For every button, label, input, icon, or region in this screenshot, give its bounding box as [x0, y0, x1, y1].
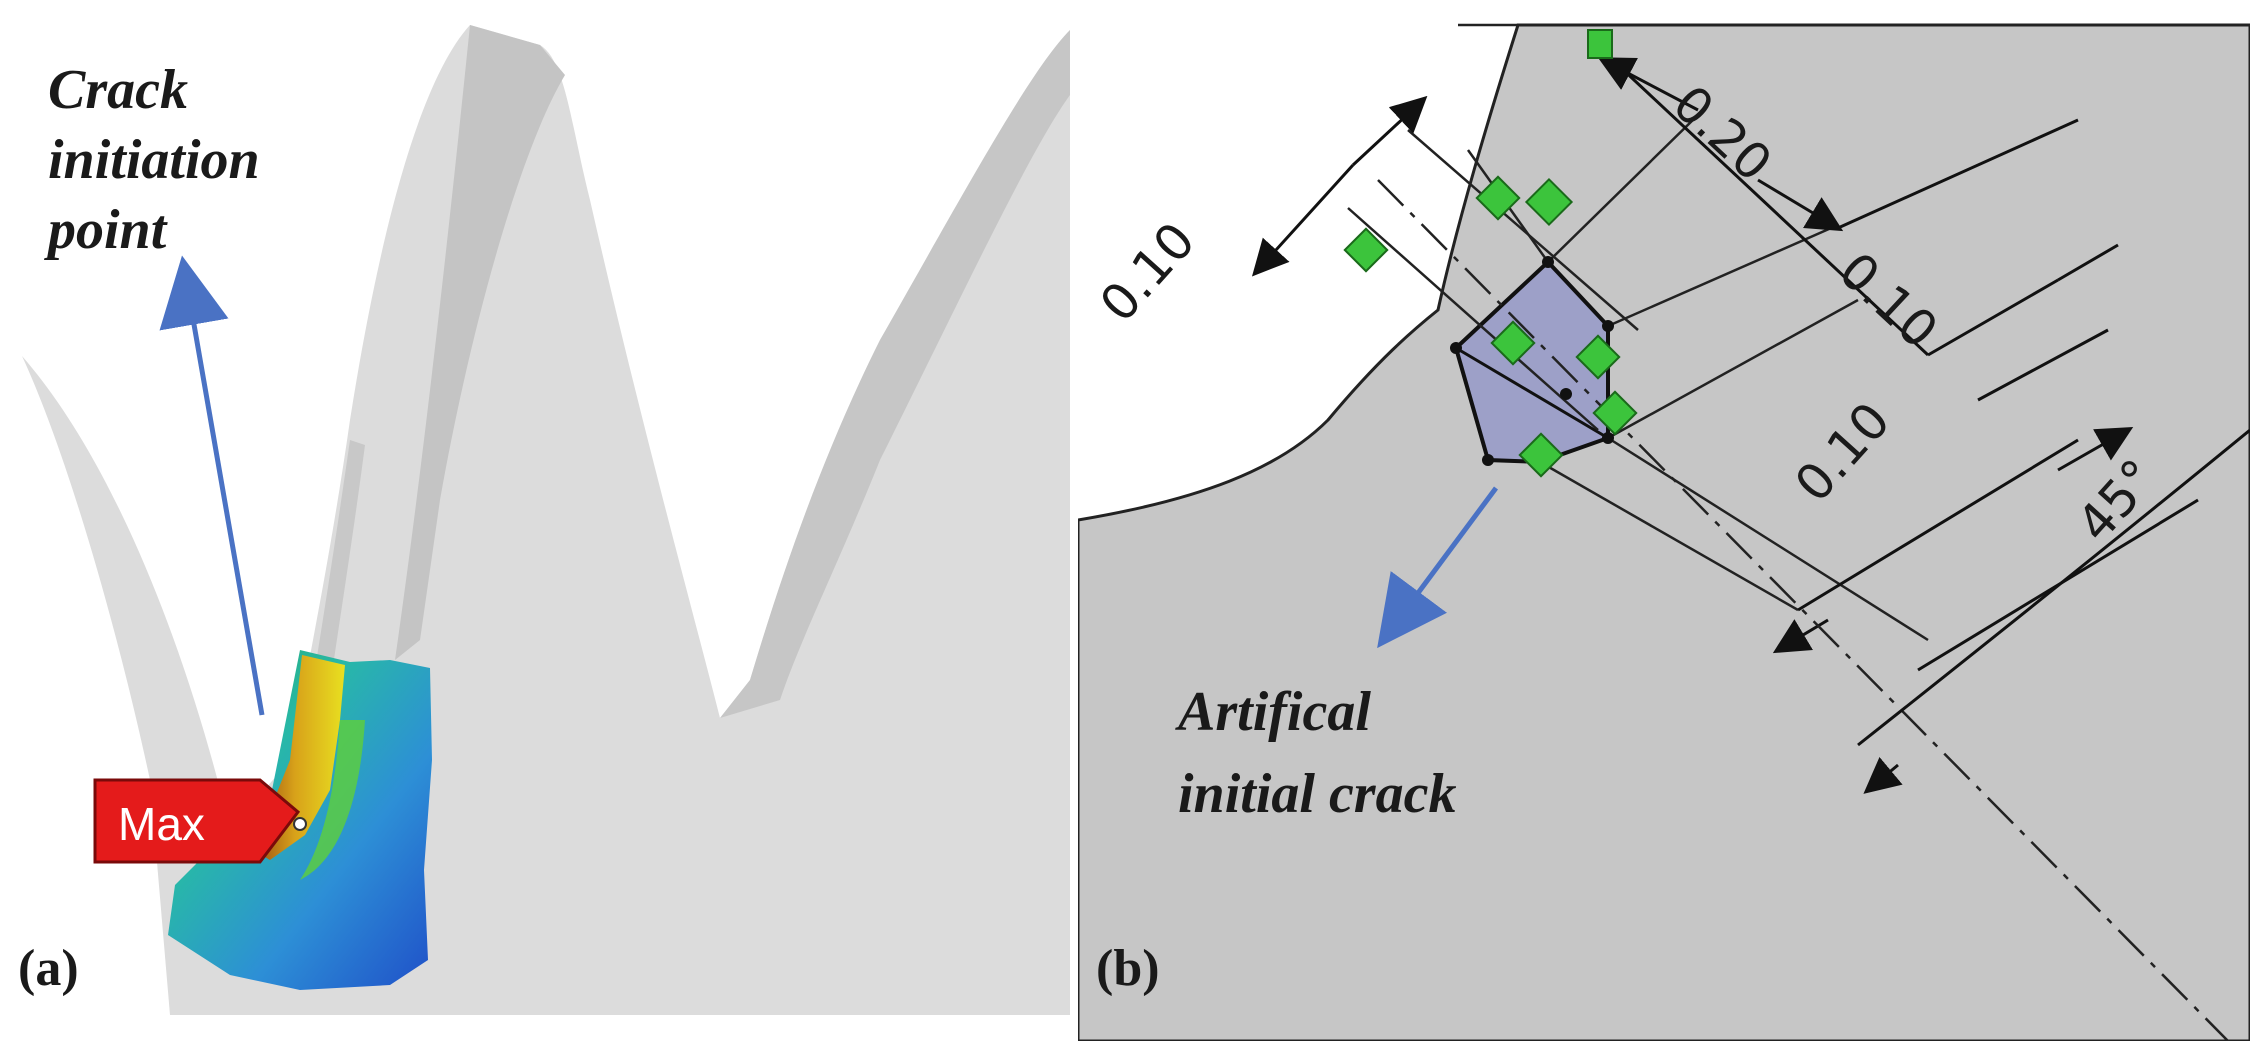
constraint-handle-icon	[1475, 175, 1521, 221]
constraint-handle-icon	[1524, 177, 1574, 227]
panel-b-crack-sketch: 0.10 0.20 0.10 0.10 45° Artifical initia…	[1078, 0, 2250, 1041]
max-marker-label: Max	[118, 798, 205, 850]
constraint-handle-icon	[1575, 334, 1621, 380]
angle-arc	[1857, 428, 2250, 747]
dimension-lines	[1251, 57, 2199, 672]
panel-label-a: (a)	[18, 940, 79, 997]
gear-stress-canvas: Max Crack initiation point (a)	[18, 25, 1070, 1015]
gear-tooth-side-face	[395, 25, 565, 660]
angle-arrow	[1863, 756, 1903, 794]
constraint-handle-icon	[1490, 320, 1536, 366]
dimension-left: 0.10	[1089, 211, 1207, 333]
annotation-line-initial-crack: initial crack	[1178, 763, 1456, 825]
stress-hotspot-band	[245, 655, 345, 860]
panel-label-b: (b)	[1096, 940, 1160, 997]
constraint-handle-icon	[1518, 432, 1564, 478]
constraint-handle-icon	[1587, 29, 1613, 59]
arrow-icon	[159, 255, 265, 716]
constraint-handle-icon	[1343, 227, 1389, 273]
annotation-line-crack: Crack	[48, 59, 188, 121]
crack-diagonal-edge	[1455, 346, 1609, 440]
max-point-dot	[293, 817, 307, 831]
crack-vertex-dots	[1450, 256, 1614, 466]
stress-inner-ring	[300, 720, 365, 880]
annotation-line-initiation: initiation	[48, 129, 260, 191]
arrow-icon	[1377, 486, 1499, 649]
construction-lines	[1347, 23, 1929, 642]
panel-a-gear-stress-view: Max Crack initiation point (a)	[0, 0, 1070, 1041]
gear-tooth-side-face	[720, 30, 1070, 718]
annotation-line-point: point	[44, 199, 168, 261]
constraint-handle-icon	[1592, 390, 1638, 436]
centerline	[1377, 179, 2229, 1041]
annotation-line-artifical: Artifical	[1175, 681, 1371, 743]
max-stress-marker: Max	[93, 778, 307, 864]
crack-sketch-canvas: 0.10 0.20 0.10 0.10 45° Artifical initia…	[1078, 23, 2250, 1041]
constraint-handles	[1343, 29, 1638, 478]
